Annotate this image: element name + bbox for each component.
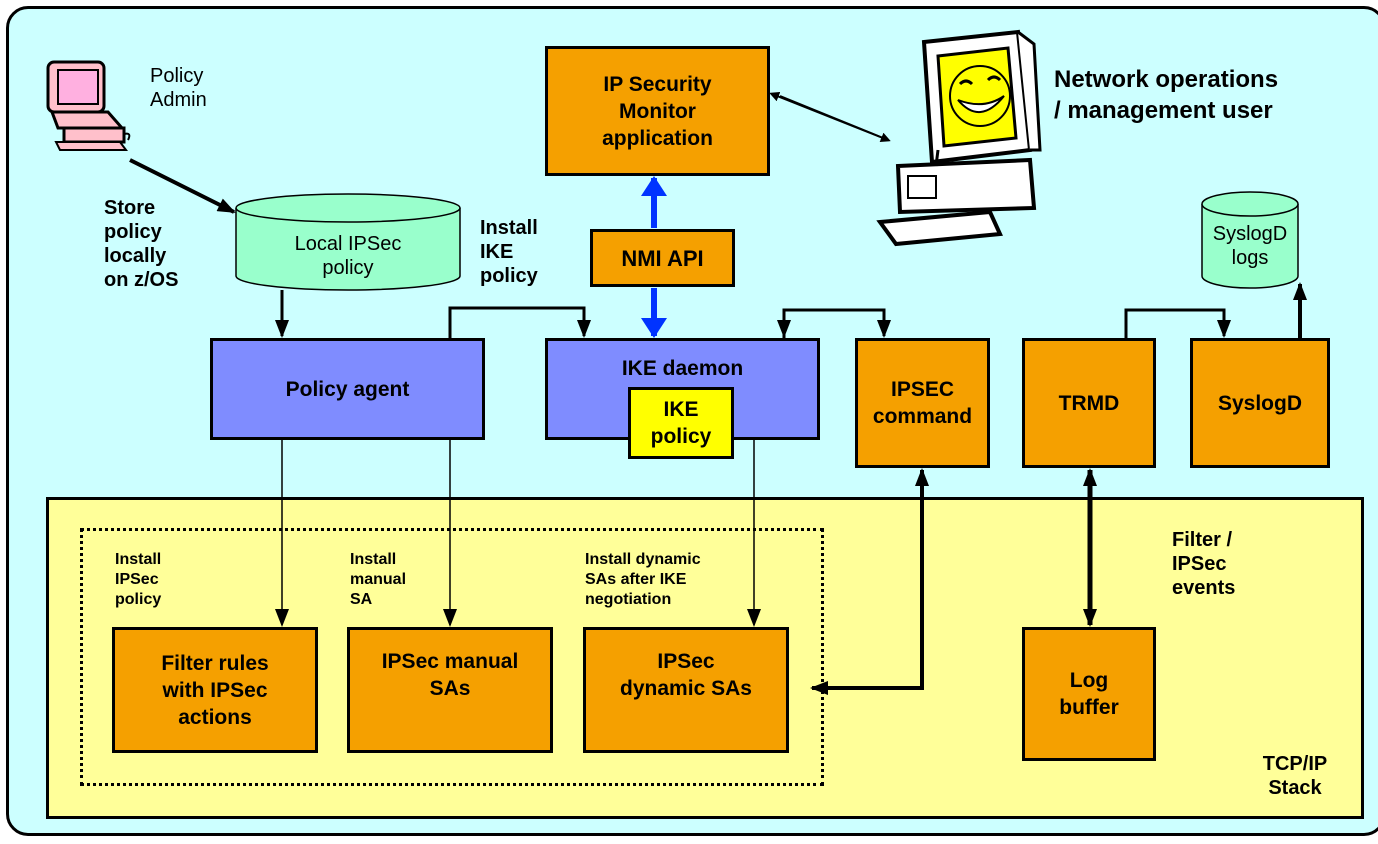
tcpip-stack-label: TCP/IP Stack — [1262, 753, 1328, 799]
policy-admin-label: Policy Admin — [150, 65, 207, 111]
log-buffer-box: Log buffer — [1022, 627, 1156, 761]
local-ipsec-policy-label: Local IPSec policy — [294, 233, 402, 279]
ike-daemon-label: IKE daemon — [621, 357, 744, 380]
store-policy-label: Store policy locally on z/OS — [104, 197, 179, 291]
install-manual-sa-label: Install manual SA — [350, 551, 407, 608]
syslogd-logs-label: SyslogD logs — [1212, 223, 1288, 269]
install-ipsec-policy-label: Install IPSec policy — [115, 551, 162, 608]
ipsec-manual-sas-box: IPSec manual SAs — [347, 627, 553, 753]
install-ike-policy-label: Install IKE policy — [480, 217, 538, 287]
install-dynamic-sas-label: Install dynamic SAs after IKE negotiatio… — [585, 551, 701, 608]
filter-ipsec-events-label: Filter / IPSec events — [1172, 529, 1236, 599]
policy-agent-box: Policy agent — [210, 338, 485, 440]
ike-policy-box: IKE policy — [628, 387, 734, 459]
network-operations-user-label: Network operations / management user — [1054, 66, 1279, 124]
filter-rules-box: Filter rules with IPSec actions — [112, 627, 318, 753]
policy-agent-label: Policy agent — [285, 377, 410, 401]
trmd-box: TRMD — [1022, 338, 1156, 468]
ipsec-command-box: IPSEC command — [855, 338, 990, 468]
ip-security-monitor-box: IP Security Monitor application — [545, 46, 770, 176]
ipsec-dynamic-sas-box: IPSec dynamic SAs — [583, 627, 789, 753]
syslogd-box: SyslogD — [1190, 338, 1330, 468]
nmi-api-box: NMI API — [590, 229, 735, 287]
